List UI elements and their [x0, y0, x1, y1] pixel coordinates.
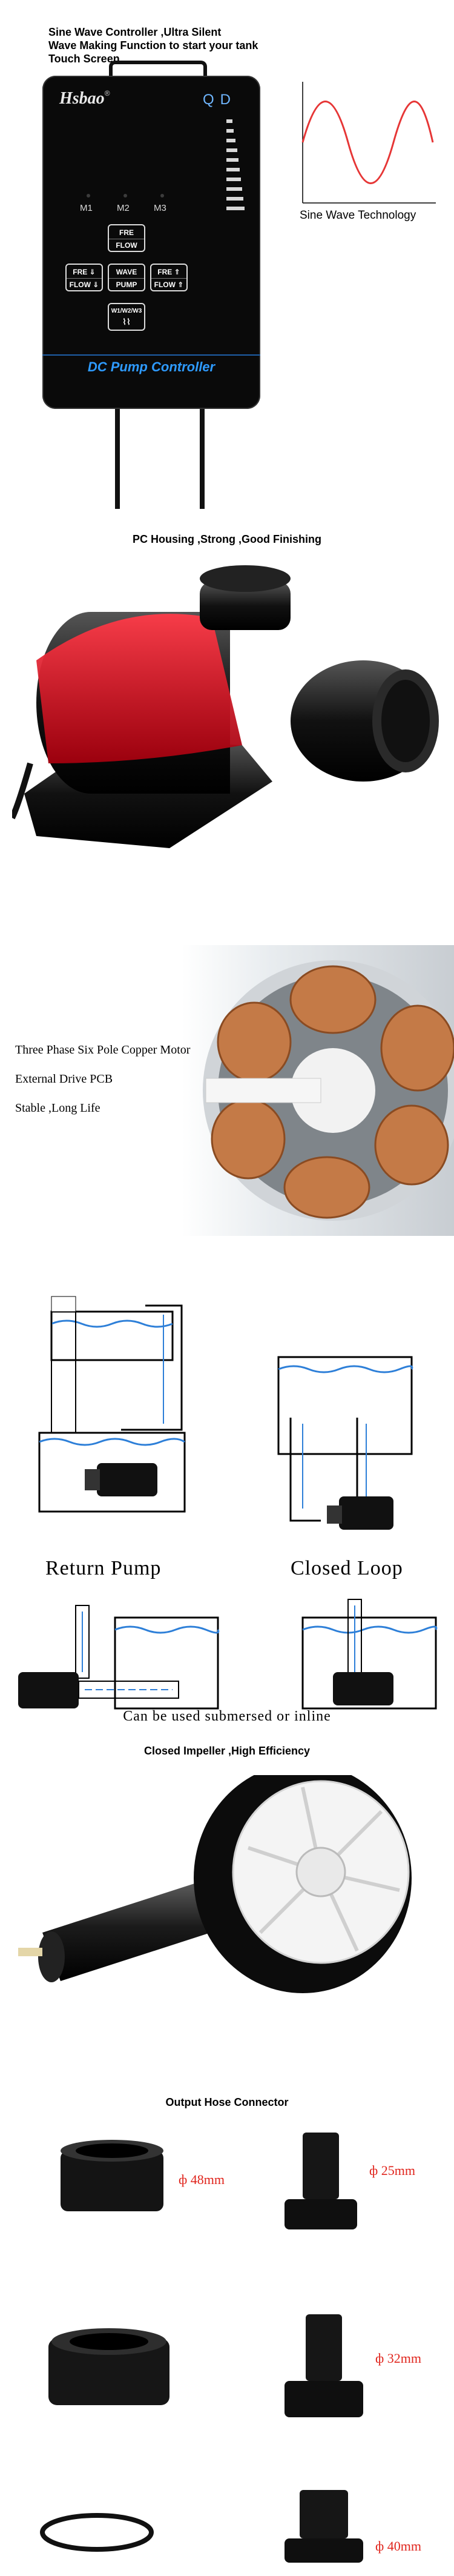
headline-line-3: Touch Screen — [48, 53, 120, 65]
return-pump-label: Return Pump — [45, 1557, 162, 1579]
return-pump-diagram — [38, 1296, 186, 1513]
footer-divider — [42, 354, 260, 356]
feature-3: Stable ,Long Life — [15, 1101, 100, 1115]
motor-section: Three Phase Six Pole Copper Motor Extern… — [0, 945, 454, 1248]
copper-coils-photo — [203, 960, 454, 1221]
housing-caption: PC Housing ,Strong ,Good Finishing — [133, 533, 321, 545]
headline-line-1: Sine Wave Controller ,Ultra Silent — [48, 26, 222, 38]
connector-40mm-image — [285, 2490, 363, 2563]
closed-loop-diagram — [277, 1356, 413, 1530]
union-nut-image — [48, 2328, 169, 2405]
connector-40mm-label: ф 40mm — [375, 2538, 421, 2554]
wave-icon: ⌇⌇ — [122, 317, 131, 327]
connector-25mm-image — [285, 2133, 357, 2229]
connector-caption: Output Hose Connector — [165, 2096, 289, 2108]
inline-caption: Can be used submersed or inline — [123, 1708, 331, 1724]
headline-line-2: Wave Making Function to start your tank — [48, 39, 258, 51]
impeller-illustration — [18, 1775, 412, 1993]
sine-wave-graphic — [301, 82, 436, 204]
connector-section: Output Hose Connector ф 48mm ф 25mm ф 32… — [0, 2084, 454, 2576]
pump-illustration — [12, 565, 439, 848]
mode-led-2 — [123, 194, 127, 198]
brand-logo: Hsbao® — [59, 89, 110, 108]
connector-32mm-image — [285, 2314, 363, 2417]
controller-footer-label: DC Pump Controller — [87, 359, 215, 374]
connector-48mm-label: ф 48mm — [179, 2172, 225, 2187]
model-label: QD — [203, 91, 237, 108]
feature-2: External Drive PCB — [15, 1072, 113, 1086]
controller-section: Sine Wave Controller ,Ultra Silent Wave … — [0, 0, 454, 509]
segment-display — [79, 133, 200, 170]
installation-section: Return Pump Closed Loop Can be used subm… — [0, 1290, 454, 1727]
connector-48mm-image — [61, 2140, 163, 2211]
fre-up-button[interactable]: FRE ⇑FLOW ⇑ — [150, 264, 188, 291]
fre-down-button[interactable]: FRE ⇓FLOW ⇓ — [65, 264, 103, 291]
impeller-section: Closed Impeller ,High Efficiency — [0, 1745, 454, 2078]
closed-loop-label: Closed Loop — [291, 1557, 403, 1579]
sine-wave-label: Sine Wave Technology — [300, 209, 416, 222]
mode-label-m2: M2 — [117, 203, 130, 213]
hanger-clip — [109, 61, 207, 88]
wave-mode-button[interactable]: W1/W2/W3 ⌇⌇ — [108, 303, 145, 331]
impeller-caption: Closed Impeller ,High Efficiency — [143, 1745, 311, 1757]
inline-diagram-left — [18, 1605, 220, 1710]
inline-diagram-right — [301, 1599, 438, 1710]
o-ring-image — [40, 2513, 154, 2552]
level-indicator — [224, 119, 245, 241]
housing-section: PC Housing ,Strong ,Good Finishing — [0, 509, 454, 933]
cable-right — [200, 409, 205, 509]
connector-32mm-label: ф 32mm — [375, 2351, 421, 2366]
cable-left — [115, 409, 120, 509]
mode-label-m3: M3 — [154, 203, 166, 213]
connector-25mm-label: ф 25mm — [369, 2163, 415, 2178]
mode-label-m1: M1 — [80, 203, 93, 213]
mode-led-1 — [87, 194, 90, 198]
feature-1: Three Phase Six Pole Copper Motor — [15, 1043, 191, 1057]
mode-led-3 — [160, 194, 164, 198]
